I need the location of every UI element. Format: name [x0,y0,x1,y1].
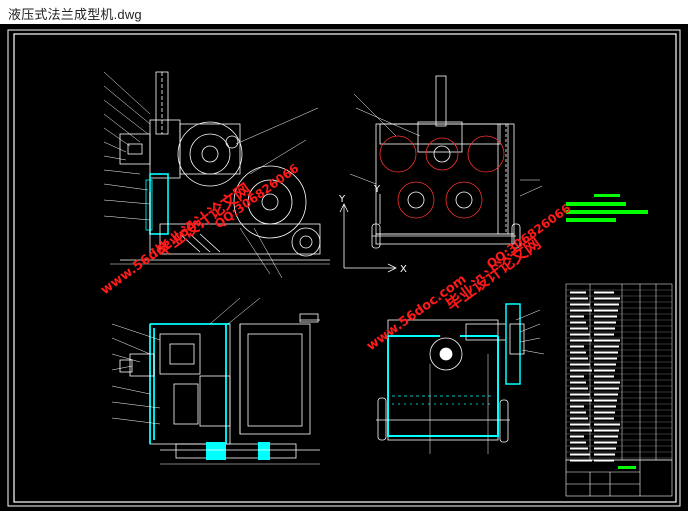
parts-row-text-mark [594,381,620,384]
parts-row-text-mark [594,399,617,402]
parts-row-text-mark [594,303,619,306]
parts-row-text-mark [594,447,616,450]
parts-row-text-mark [570,333,590,336]
parts-row-text-mark [594,387,619,390]
parts-row-text-mark [594,405,616,408]
parts-row-text-mark [570,453,590,456]
parts-row-text-mark [594,351,618,354]
parts-row-text-mark [570,429,592,432]
parts-row-text-mark [570,411,586,414]
inner-frame [13,33,677,503]
parts-row-text-mark [594,309,618,312]
parts-row-text-mark [570,303,590,306]
parts-row-text-mark [570,339,592,342]
parts-row-text-mark [570,351,586,354]
view-section-right [376,303,525,443]
parts-row-text-mark [570,441,586,444]
side-gear-bottom-left [397,181,435,219]
parts-row-text-mark [570,297,588,300]
parts-row-text-mark [594,441,617,444]
leader-lines-front [103,71,319,279]
leader-lines-side [349,93,543,197]
axis-y-label: Y [338,194,346,205]
side-cylinder [435,75,447,127]
cad-drawing-svg: Y X Y [7,29,681,507]
parts-row-text-mark [594,291,614,294]
parts-row-text-mark [570,345,584,348]
parts-row-text-mark [594,345,619,348]
side-frame [375,123,509,235]
side-gear-left [379,135,417,173]
parts-row-text-mark [570,399,592,402]
parts-row-text-mark [570,357,588,360]
parts-row-text-mark [570,447,588,450]
parts-row-text-mark [594,423,620,426]
parts-row-text-mark [594,297,620,300]
parts-row-text-mark [570,459,592,462]
window-titlebar: 液压式法兰成型机.dwg [0,0,688,25]
parts-row-text-mark [570,417,588,420]
parts-row-text-mark [594,453,615,456]
parts-row-text-mark [594,363,616,366]
parts-row-text-mark [594,435,618,438]
parts-row-text-mark [570,393,590,396]
side-shaft [505,303,521,385]
outer-frame [7,29,681,507]
parts-row-text-mark [570,315,584,318]
parts-row-text-mark [570,369,592,372]
tank-roller [429,337,463,371]
view-front [110,71,330,265]
gearbox-housing [177,121,243,187]
parts-row-text-mark [594,321,616,324]
parts-row-text-mark [570,375,584,378]
leader-lines-section-right [429,309,545,454]
parts-row-text-mark [570,327,588,330]
parts-row-text-mark [594,327,615,330]
view-section-left [119,313,320,465]
parts-row-text-mark [594,417,614,420]
parts-row-text-mark [570,405,584,408]
parts-row-text-mark [594,375,614,378]
parts-row-text-mark [570,309,592,312]
parts-row-text-mark [570,321,586,324]
title-block [565,459,673,497]
parts-row-text-mark [594,459,614,462]
motor-body [239,323,311,435]
section-column [149,173,169,235]
leader-lines-section-left [111,297,261,425]
parts-row-text-mark [594,369,615,372]
parts-row-text-mark [594,357,617,360]
forming-wheel [233,165,307,239]
view-side [371,75,521,249]
parts-row-text-mark [570,381,586,384]
parts-row-text-mark [594,393,618,396]
parts-row-text-mark [594,333,614,336]
parts-row-text-mark [594,411,615,414]
parts-row-text-mark [594,339,620,342]
parts-row-text-mark [570,387,588,390]
parts-row-text-mark [570,291,586,294]
axis-y2-label: Y [373,184,381,195]
window-title: 液压式法兰成型机.dwg [8,7,142,22]
housing-block [149,119,181,179]
parts-row-text-mark [594,429,619,432]
parts-list-rows [566,289,672,462]
parts-row-text-mark [570,423,590,426]
coordinate-axes [339,194,397,273]
parts-row-text-mark [570,435,584,438]
parts-row-text-mark [570,363,590,366]
handwheel-left [377,397,387,441]
cad-drawing-canvas[interactable]: Y X Y [0,24,688,511]
axis-x-label: X [400,264,407,275]
parts-row-text-mark [594,315,617,318]
technical-notes [566,194,648,222]
